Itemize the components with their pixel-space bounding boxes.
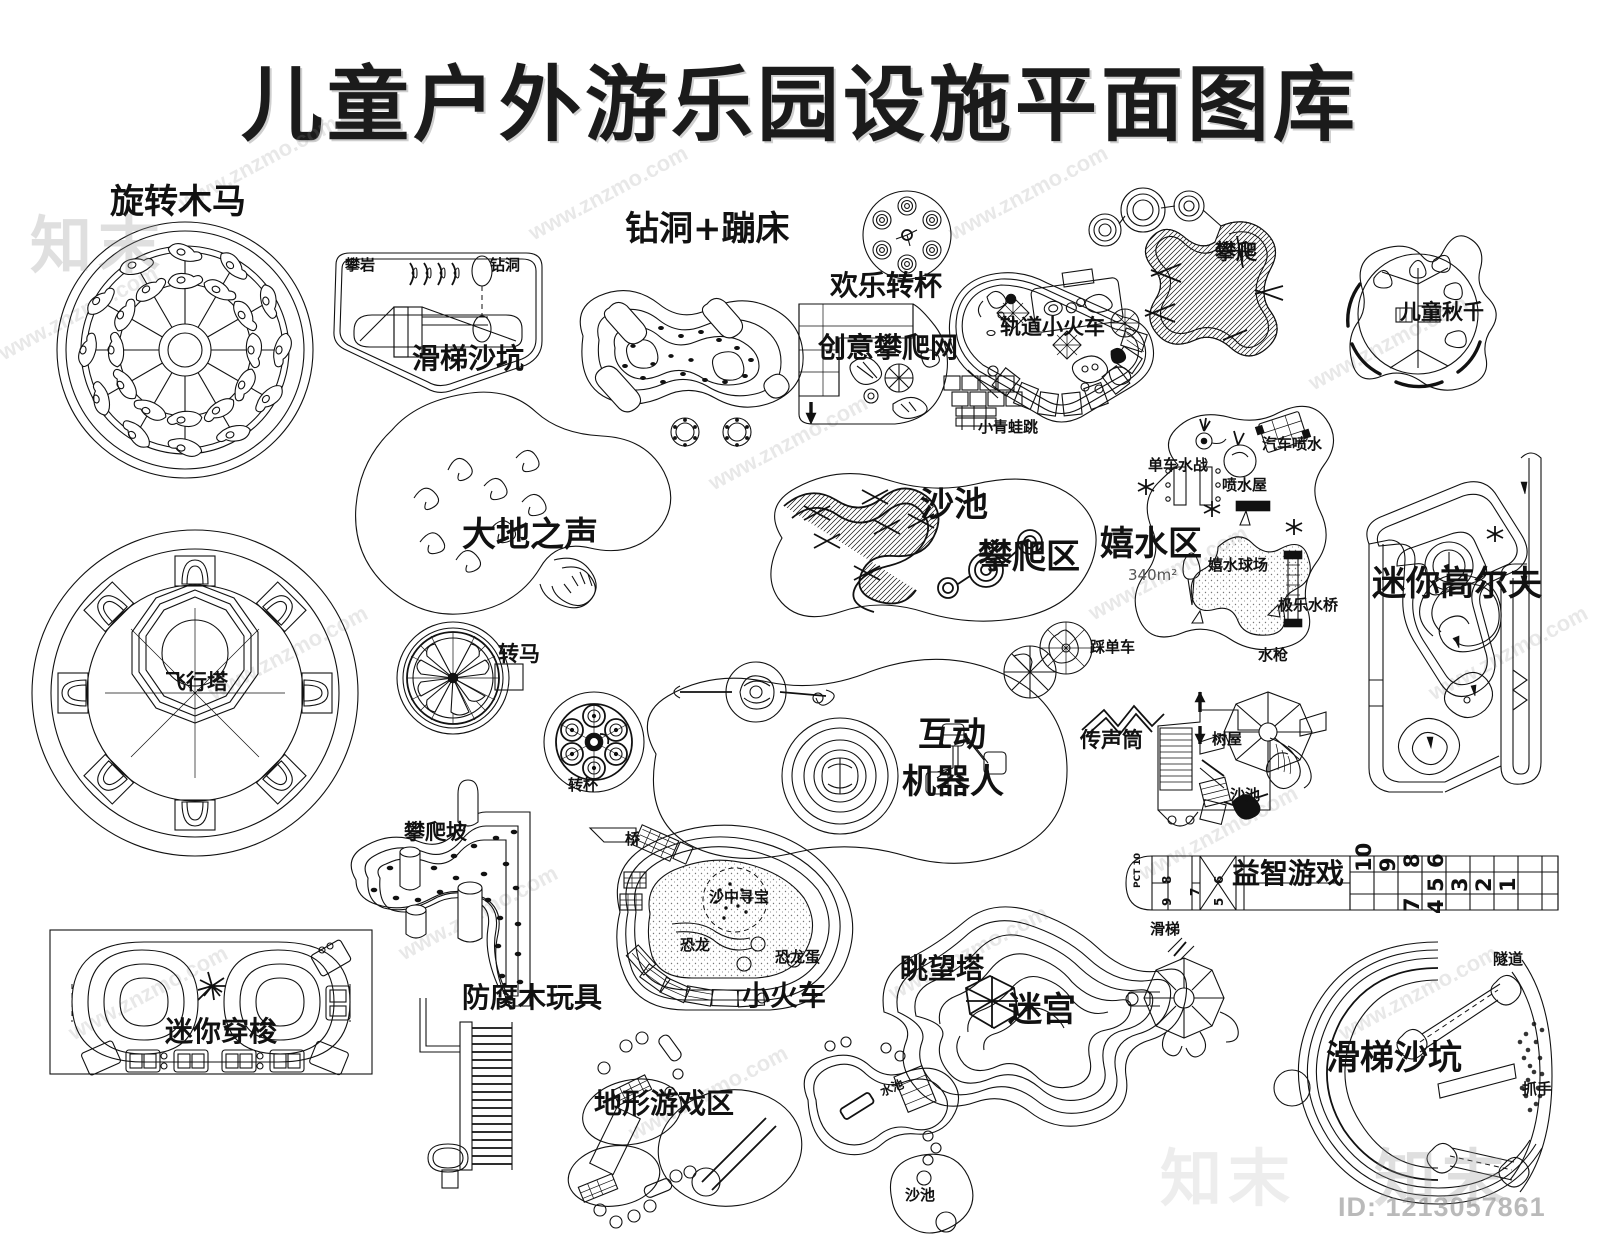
slide-sandpit-top-drawing [330, 245, 550, 395]
terrain-play-drawing [560, 1020, 830, 1240]
tree-house-drawing [1140, 690, 1330, 830]
tunnel-trampoline-label: 钻洞+蹦床 [625, 209, 790, 249]
tunnel-trampoline-drawing [565, 270, 825, 450]
carousel-drawing [55, 220, 315, 480]
slide-sandpit-bottom-drawing [1273, 938, 1580, 1208]
carousel-label: 旋转木马 [110, 182, 246, 222]
maze-drawing [880, 900, 1190, 1150]
earth-sound-drawing [340, 390, 680, 660]
interactive-robot-drawing [640, 636, 1070, 866]
page-title: 儿童户外游乐园设施平面图库 [240, 58, 1359, 153]
sand-pool-climb-drawing [748, 462, 1108, 642]
mini-shuttle-drawing [48, 928, 374, 1076]
creative-climb-net-drawing [795, 300, 955, 430]
preserved-wood-toy-drawing [412, 992, 532, 1192]
puzzle-game-drawing [1122, 852, 1562, 914]
water-play-drawing [1120, 405, 1340, 655]
rotating-horse-drawing [395, 620, 525, 740]
little-frog-jump-drawing [940, 368, 1050, 438]
slide-spinner-drawing [1125, 937, 1239, 1058]
flying-tower-drawing [30, 528, 360, 858]
teacup-drawing [538, 690, 650, 802]
speaking-tube-drawing [1078, 700, 1168, 750]
small-train-drawing [580, 812, 870, 1032]
mini-golf-drawing [1345, 448, 1560, 818]
happy-teacup-drawing [862, 190, 952, 280]
kids-swing-drawing [1330, 222, 1510, 402]
climbing-slope-drawing [340, 768, 550, 1028]
climbing-net-drawing [1085, 187, 1305, 370]
small-pools-drawing [800, 1036, 1010, 1240]
track-train-drawing [935, 235, 1185, 435]
